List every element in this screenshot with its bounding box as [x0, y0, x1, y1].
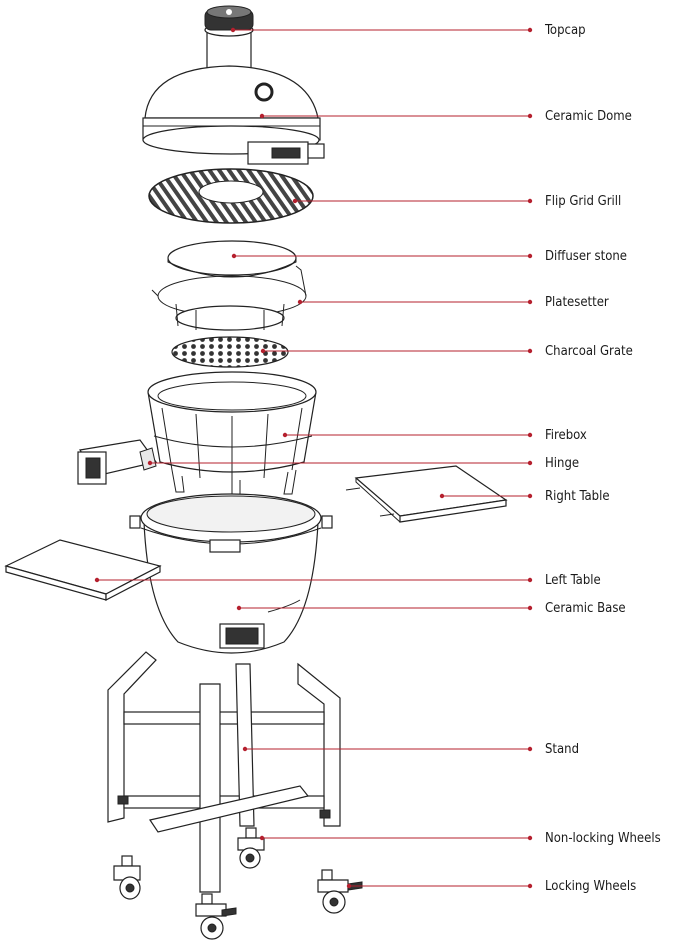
- leader-dot-end-platesetter: [527, 299, 533, 305]
- leader-dot-end-topcap: [527, 27, 533, 33]
- leader-dot-end-stand: [527, 746, 533, 752]
- leader-dot-end-right-table: [527, 493, 533, 499]
- left-wheel-part: [113, 855, 141, 900]
- ceramic-base-part: [129, 493, 333, 654]
- label-diffuser-stone: Diffuser stone: [545, 249, 627, 264]
- leader-dot-end-diffuser-stone: [527, 253, 533, 259]
- leader-dot-start-topcap: [230, 27, 236, 33]
- callout-firebox: Firebox: [282, 428, 587, 443]
- leader-dot-start-left-table: [94, 577, 100, 583]
- platesetter-part: [151, 265, 307, 331]
- callout-diffuser-stone: Diffuser stone: [231, 249, 627, 264]
- callout-non-locking-wheels: Non-locking Wheels: [259, 831, 661, 846]
- leader-dot-end-charcoal-grate: [527, 348, 533, 354]
- callout-flip-grid-grill: Flip Grid Grill: [292, 194, 621, 209]
- label-flip-grid-grill: Flip Grid Grill: [545, 194, 621, 209]
- right-table-part: [345, 465, 508, 523]
- leader-dot-start-diffuser-stone: [231, 253, 237, 259]
- hinge-part: [77, 439, 158, 485]
- non-locking-wheel-part: [237, 827, 265, 869]
- label-right-table: Right Table: [545, 489, 610, 504]
- stand-part: [107, 651, 341, 893]
- callout-topcap: Topcap: [230, 23, 586, 38]
- callout-hinge: Hinge: [147, 456, 579, 471]
- callout-ceramic-base: Ceramic Base: [236, 601, 626, 616]
- leader-dot-start-flip-grid-grill: [292, 198, 298, 204]
- label-topcap: Topcap: [544, 23, 586, 38]
- label-ceramic-base: Ceramic Base: [545, 601, 626, 616]
- leader-dot-end-left-table: [527, 577, 533, 583]
- label-stand: Stand: [545, 742, 579, 757]
- label-firebox: Firebox: [545, 428, 587, 443]
- leader-dot-start-stand: [242, 746, 248, 752]
- label-charcoal-grate: Charcoal Grate: [545, 344, 633, 359]
- leader-dot-end-flip-grid-grill: [527, 198, 533, 204]
- leader-dot-start-non-locking-wheels: [259, 835, 265, 841]
- leader-dot-start-locking-wheels: [346, 883, 352, 889]
- leader-dot-start-ceramic-dome: [259, 113, 265, 119]
- firebox-part: [147, 371, 317, 499]
- leader-dot-start-platesetter: [297, 299, 303, 305]
- leader-dot-start-ceramic-base: [236, 605, 242, 611]
- leader-dot-start-firebox: [282, 432, 288, 438]
- callout-stand: Stand: [242, 742, 579, 757]
- leader-dot-end-non-locking-wheels: [527, 835, 533, 841]
- label-ceramic-dome: Ceramic Dome: [545, 109, 632, 124]
- topcap-part: [204, 5, 254, 69]
- left-table-part: [4, 539, 162, 601]
- diffuser-stone-part: [167, 240, 297, 278]
- leader-dot-end-hinge: [527, 460, 533, 466]
- leader-dot-end-locking-wheels: [527, 883, 533, 889]
- front-locking-wheel-part: [195, 893, 237, 940]
- label-platesetter: Platesetter: [545, 295, 609, 310]
- leader-dot-start-right-table: [439, 493, 445, 499]
- leader-dot-start-hinge: [147, 460, 153, 466]
- callout-charcoal-grate: Charcoal Grate: [260, 344, 633, 359]
- callout-locking-wheels: Locking Wheels: [346, 879, 636, 894]
- flip-grid-grill-part: [148, 168, 314, 224]
- callout-platesetter: Platesetter: [297, 295, 609, 310]
- label-locking-wheels: Locking Wheels: [545, 879, 636, 894]
- callout-left-table: Left Table: [94, 573, 601, 588]
- label-left-table: Left Table: [545, 573, 601, 588]
- leader-dot-end-ceramic-dome: [527, 113, 533, 119]
- ceramic-dome-part: [142, 65, 325, 165]
- leader-dot-end-firebox: [527, 432, 533, 438]
- callout-right-table: Right Table: [439, 489, 610, 504]
- leader-dot-start-charcoal-grate: [260, 348, 266, 354]
- label-non-locking-wheels: Non-locking Wheels: [545, 831, 661, 846]
- leader-dot-end-ceramic-base: [527, 605, 533, 611]
- locking-wheel-part: [317, 869, 363, 914]
- charcoal-grate-part: [171, 336, 289, 368]
- callout-ceramic-dome: Ceramic Dome: [259, 109, 632, 124]
- label-hinge: Hinge: [545, 456, 579, 471]
